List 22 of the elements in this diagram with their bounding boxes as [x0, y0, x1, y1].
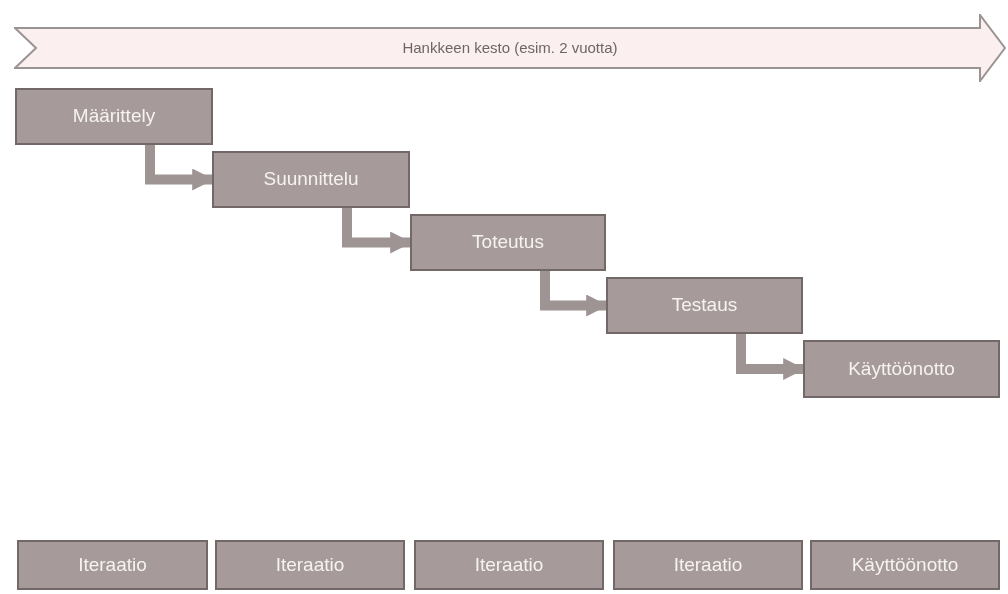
phase-box: [410, 214, 606, 271]
box-label: Määrittely: [72, 104, 156, 129]
phase-box: [15, 88, 213, 145]
duration-label: Hankkeen kesto (esim. 2 vuotta): [402, 37, 618, 58]
phase-box: [212, 151, 410, 208]
timeline-arrow: [14, 14, 1006, 82]
iteration-box: [613, 540, 803, 590]
box-label: Iteraatio: [474, 552, 544, 577]
box-label: Testaus: [671, 293, 738, 318]
box-label: Käyttöönotto: [851, 552, 959, 577]
iteration-box: [414, 540, 604, 590]
box-label: Toteutus: [472, 230, 544, 255]
iteration-box: [810, 540, 1000, 590]
iteration-box: [17, 540, 208, 590]
box-label: Iteraatio: [78, 552, 147, 577]
box-label: Suunnittelu: [263, 167, 359, 192]
box-label: Käyttöönotto: [848, 356, 955, 381]
box-label: Iteraatio: [673, 552, 743, 577]
phase-box: [803, 340, 1000, 398]
iteration-box: [215, 540, 405, 590]
box-label: Iteraatio: [275, 552, 345, 577]
phase-box: [606, 277, 803, 334]
